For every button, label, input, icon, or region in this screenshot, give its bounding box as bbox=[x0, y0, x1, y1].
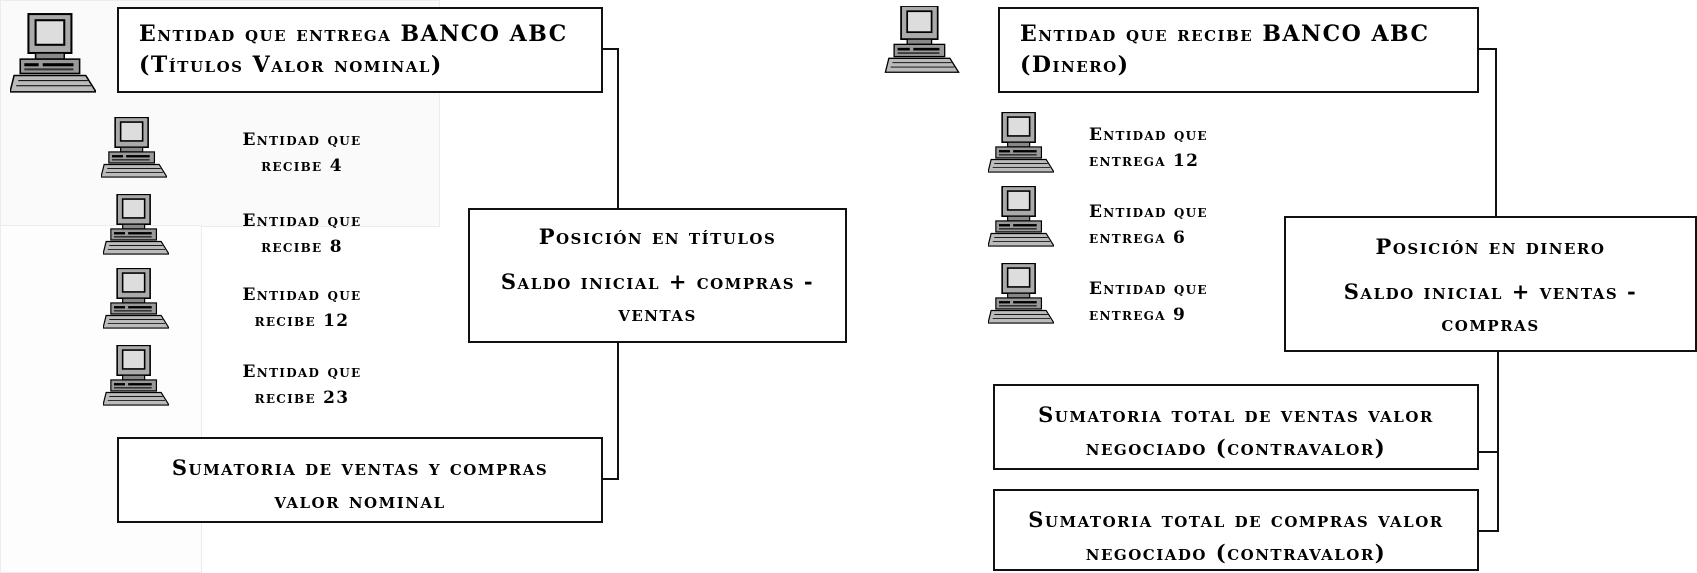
right-header-box: Entidad que recibe BANCO ABC (Dinero) bbox=[998, 7, 1479, 93]
connector-line bbox=[1477, 530, 1499, 532]
entity-line2: entrega 9 bbox=[1089, 305, 1187, 325]
entity-line2: entrega 6 bbox=[1089, 228, 1187, 248]
connector-line bbox=[602, 478, 619, 480]
left-entity-label: Entidad que recibe 12 bbox=[222, 282, 382, 334]
right-position-box: Posición en dinero Saldo inicial + venta… bbox=[1284, 216, 1697, 352]
computer-icon bbox=[103, 268, 169, 329]
entity-line1: Entidad que bbox=[242, 130, 362, 150]
computer-icon bbox=[988, 263, 1054, 324]
connector-line bbox=[602, 48, 619, 50]
summary-text: Sumatoria total de ventas valor negociad… bbox=[1038, 402, 1434, 460]
connector-line bbox=[1495, 48, 1497, 216]
left-entity-label: Entidad que recibe 4 bbox=[222, 127, 382, 179]
position-title: Posición en dinero bbox=[1375, 234, 1606, 259]
right-entity-label: Entidad que entrega 9 bbox=[1089, 276, 1259, 328]
computer-icon bbox=[103, 194, 169, 255]
right-header-text: Entidad que recibe BANCO ABC (Dinero) bbox=[1020, 21, 1430, 78]
entity-line2: entrega 12 bbox=[1089, 151, 1200, 171]
entity-line1: Entidad que bbox=[242, 362, 362, 382]
entity-line1: Entidad que bbox=[1089, 279, 1208, 299]
position-formula: Saldo inicial + compras - ventas bbox=[500, 269, 815, 326]
entity-line2: recibe 8 bbox=[261, 237, 343, 257]
entity-line2: recibe 23 bbox=[254, 388, 350, 408]
entity-line2: recibe 12 bbox=[254, 311, 350, 331]
computer-icon bbox=[10, 13, 96, 93]
right-purchases-summary-box: Sumatoria total de compras valor negocia… bbox=[993, 489, 1479, 571]
connector-line bbox=[617, 48, 619, 209]
connector-line bbox=[1477, 451, 1499, 453]
computer-icon bbox=[988, 112, 1054, 173]
left-header-box: Entidad que entrega BANCO ABC (Títulos V… bbox=[117, 7, 603, 93]
right-entity-label: Entidad que entrega 12 bbox=[1089, 122, 1259, 174]
left-header-text: Entidad que entrega BANCO ABC (Títulos V… bbox=[139, 21, 568, 78]
entity-line1: Entidad que bbox=[242, 285, 362, 305]
computer-icon bbox=[988, 186, 1054, 247]
computer-icon bbox=[101, 117, 167, 178]
left-position-box: Posición en títulos Saldo inicial + comp… bbox=[468, 208, 847, 343]
position-formula: Saldo inicial + ventas - compras bbox=[1343, 279, 1638, 336]
entity-line1: Entidad que bbox=[1089, 202, 1208, 222]
entity-line1: Entidad que bbox=[242, 211, 362, 231]
computer-icon bbox=[103, 345, 169, 406]
entity-line2: recibe 4 bbox=[261, 156, 343, 176]
summary-text: Sumatoria de ventas y compras valor nomi… bbox=[171, 455, 549, 513]
right-sales-summary-box: Sumatoria total de ventas valor negociad… bbox=[993, 384, 1479, 470]
summary-text: Sumatoria total de compras valor negocia… bbox=[1028, 507, 1444, 565]
computer-icon bbox=[884, 6, 960, 74]
left-entity-label: Entidad que recibe 8 bbox=[222, 208, 382, 260]
left-summary-box: Sumatoria de ventas y compras valor nomi… bbox=[117, 437, 603, 523]
entity-line1: Entidad que bbox=[1089, 125, 1208, 145]
right-entity-label: Entidad que entrega 6 bbox=[1089, 199, 1259, 251]
connector-line bbox=[1477, 48, 1497, 50]
connector-line bbox=[1497, 352, 1499, 532]
position-title: Posición en títulos bbox=[538, 224, 777, 249]
left-entity-label: Entidad que recibe 23 bbox=[222, 359, 382, 411]
connector-line bbox=[617, 343, 619, 480]
